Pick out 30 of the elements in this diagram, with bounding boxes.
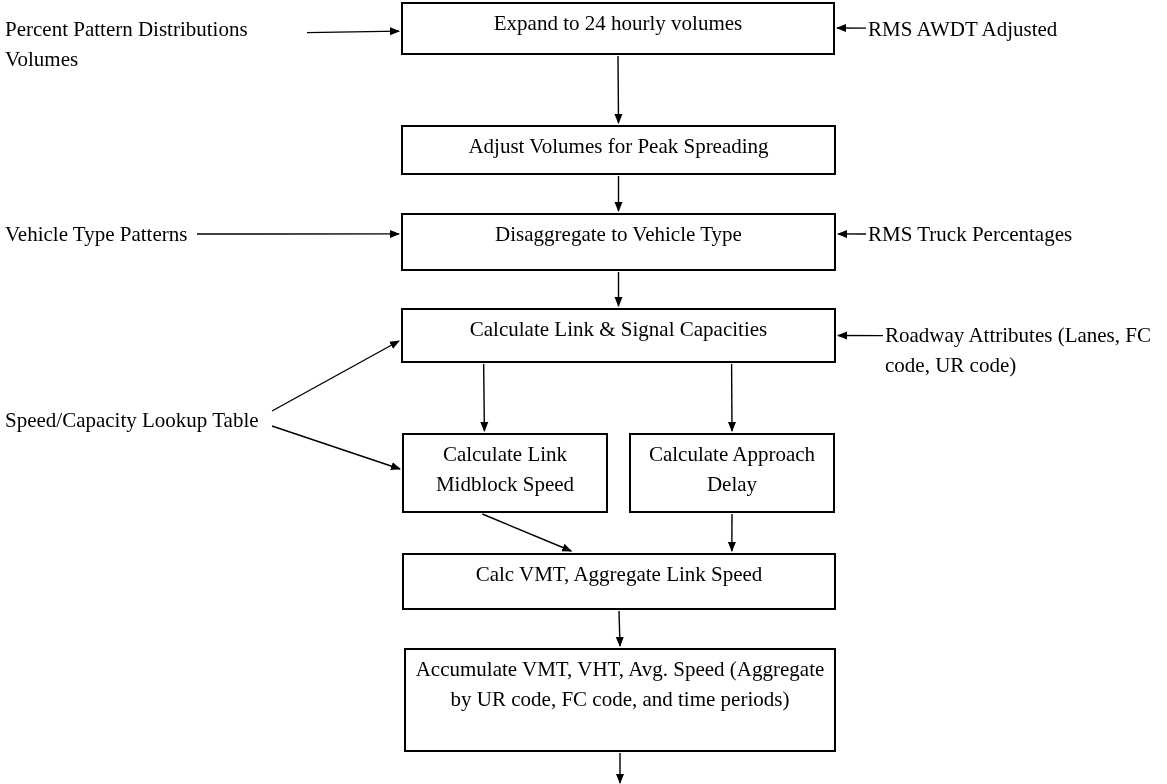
arrow (837, 229, 867, 238)
arrow (271, 425, 401, 470)
process-box: Disaggregate to Vehicle Type (401, 213, 836, 271)
arrow (481, 513, 573, 552)
arrow (727, 513, 736, 552)
arrow (836, 24, 867, 32)
input-label: Speed/Capacity Lookup Table (5, 405, 270, 435)
process-box: Calculate Link Midblock Speed (402, 433, 608, 513)
arrow (614, 271, 623, 307)
arrow (727, 363, 736, 432)
process-box: Calculate Approach Delay (629, 433, 835, 513)
input-label: RMS AWDT Adjusted (868, 14, 1158, 44)
arrow (614, 55, 623, 124)
process-box: Calculate Link & Signal Capacities (401, 308, 836, 363)
process-box: Adjust Volumes for Peak Spreading (401, 125, 836, 175)
process-box: Accumulate VMT, VHT, Avg. Speed (Aggregate by UR code, FC code, and time periods) (404, 648, 836, 752)
input-label: Percent Pattern Distributions Volumes (5, 14, 305, 76)
arrow (615, 610, 624, 647)
process-box: Calc VMT, Aggregate Link Speed (402, 553, 836, 610)
arrow (837, 331, 884, 340)
arrow (616, 752, 624, 784)
input-label: Vehicle Type Patterns (5, 219, 195, 249)
arrow (306, 27, 400, 36)
arrow (196, 229, 400, 238)
input-label: Roadway Attributes (Lanes, FC code, UR code) (885, 320, 1155, 412)
arrow (480, 363, 489, 432)
arrow (614, 175, 623, 212)
arrow (271, 340, 400, 412)
process-box: Expand to 24 hourly volumes (401, 2, 835, 55)
input-label: RMS Truck Percentages (868, 219, 1108, 249)
